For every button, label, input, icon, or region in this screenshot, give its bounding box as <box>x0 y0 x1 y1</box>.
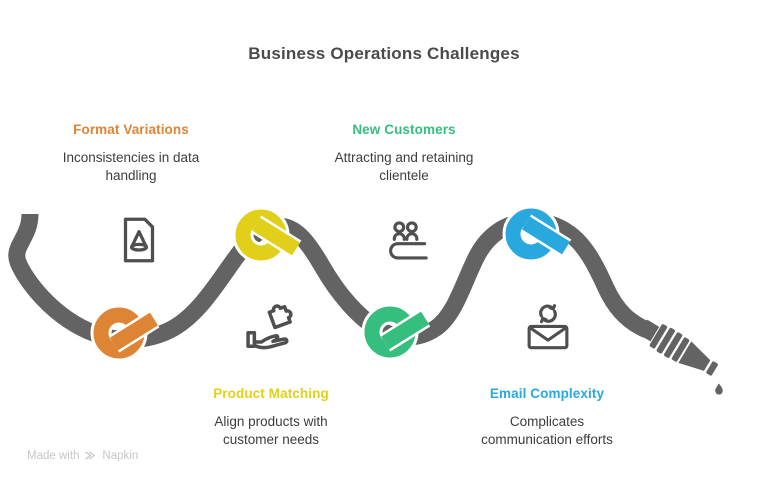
droplet-icon <box>715 383 723 395</box>
description-new-customers: Attracting and retaining clientele <box>334 150 474 183</box>
watermark-brand: Napkin <box>102 449 139 462</box>
hand-puzzle-icon <box>243 297 301 355</box>
description-email-complexity: Complicates communication efforts <box>481 414 613 447</box>
napkin-logo-icon <box>85 451 96 460</box>
knot-format-variations <box>90 304 160 362</box>
envelope-sync-icon <box>522 302 574 354</box>
page-title: Business Operations Challenges <box>248 44 520 63</box>
label-block-new-customers: New Customers Attracting and retaining c… <box>314 122 494 184</box>
watermark-prefix: Made with <box>27 449 80 462</box>
document-cone-icon <box>112 212 166 268</box>
knot-email-complexity <box>502 205 572 263</box>
people-desk-icon <box>380 214 432 266</box>
label-email-complexity: Email Complexity <box>489 386 605 401</box>
label-block-product-matching: Product Matching Align products with cus… <box>191 386 351 448</box>
watermark: Made with Napkin <box>27 449 138 462</box>
label-block-email-complexity: Email Complexity Complicates communicati… <box>467 386 627 448</box>
label-block-format-variations: Format Variations Inconsistencies in dat… <box>41 122 221 184</box>
label-product-matching: Product Matching <box>213 386 329 401</box>
description-product-matching: Align products with customer needs <box>214 414 328 447</box>
knot-new-customers <box>361 303 431 361</box>
hose-nozzle <box>638 319 718 376</box>
description-format-variations: Inconsistencies in data handling <box>62 150 200 183</box>
label-new-customers: New Customers <box>352 122 456 137</box>
knot-product-matching <box>232 206 302 264</box>
label-format-variations: Format Variations <box>73 122 189 137</box>
